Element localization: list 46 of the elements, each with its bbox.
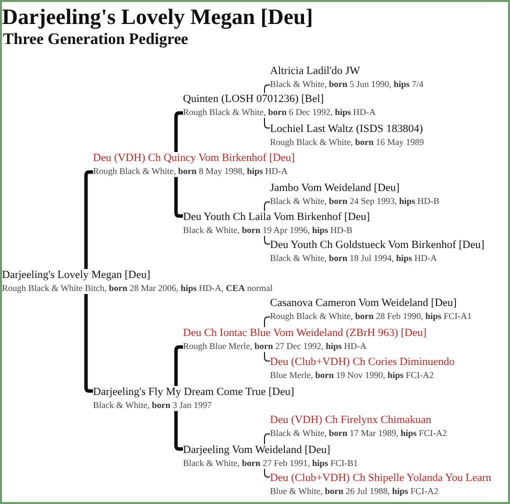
dog-name: Casanova Cameron Vom Weideland [Deu] — [270, 297, 457, 310]
pedigree-connector — [84, 294, 93, 393]
pedigree-connector — [264, 236, 270, 244]
pedigree-connector — [264, 434, 270, 444]
dog-name: Darjeeling's Fly My Dream Come True [Deu] — [93, 386, 294, 399]
dog-name: Darjeeling's Lovely Megan [Deu] — [2, 269, 150, 282]
dog-details: Rough Black & White, born 28 Feb 1990, hips FCI-A1 — [270, 310, 472, 322]
pedigree-connector — [174, 345, 183, 386]
dog-name: Deu Youth Ch Laila Vom Birkenhof [Deu] — [183, 211, 370, 224]
pedigree-connector — [264, 468, 270, 478]
dog-name: Darjeeling Vom Weideland [Deu] — [183, 444, 330, 457]
pedigree-connector — [84, 170, 93, 269]
dog-name: Quinten (LOSH 0701236) [Bel] — [183, 93, 324, 106]
dog-details: Rough Black & White, born 16 May 1989 — [270, 136, 424, 148]
dog-details: Blue Merle, born 19 Nov 1990, hips FCI-A2 — [270, 369, 434, 381]
pedigree-title: Darjeeling's Lovely Megan [Deu] — [2, 4, 313, 30]
dog-details: Rough Black & White Bitch, born 28 Mar 2006, hips HD-A, CEA normal — [2, 282, 273, 294]
dog-details: Rough Black & White, born 6 Dec 1992, hips HD-A — [183, 106, 376, 118]
pedigree-connector — [264, 84, 270, 94]
dog-details: Black & White, born 27 Feb 1991, hips FCI-B1 — [183, 457, 358, 469]
pedigree-connector — [264, 316, 270, 328]
dog-details: Rough Black & White, born 8 May 1998, hips HD-A — [93, 165, 288, 177]
dog-details: Black & White, born 19 Apr 1996, hips HD-B — [183, 224, 352, 236]
dog-details: Rough Blue Merle, born 27 Dec 1992, hips HD-A — [183, 340, 367, 352]
pedigree-connector — [264, 352, 270, 362]
pedigree-subtitle: Three Generation Pedigree — [3, 30, 188, 50]
dog-name: Jambo Vom Weideland [Deu] — [270, 182, 400, 195]
dog-name: Deu (Club+VDH) Ch Shipelle Yolanda You Learn — [270, 472, 492, 485]
pedigree-connector — [264, 202, 270, 212]
dog-name: Altricia Ladil'do JW — [270, 65, 360, 78]
dog-details: Blue & White, born 26 Jul 1988, hips FCI-A2 — [270, 485, 438, 497]
dog-details: Black & White, born 17 Mar 1989, hips FCI-A2 — [270, 427, 447, 439]
pedigree-connector — [174, 177, 183, 218]
pedigree-connector — [174, 411, 183, 451]
dog-name: Deu (Club+VDH) Ch Cories Diminuendo — [270, 356, 455, 369]
dog-details: Black & White, born 24 Sep 1993, hips HD-B — [270, 195, 440, 207]
dog-name: Deu Ch Iontac Blue Vom Weideland (ZBrH 963) [Deu] — [183, 327, 427, 340]
dog-details: Black & White, born 5 Jun 1990, hips 7/4 — [270, 78, 424, 90]
pedigree-connector — [264, 118, 270, 128]
dog-name: Deu (VDH) Ch Quincy Vom Birkenhof [Deu] — [93, 152, 295, 165]
dog-details: Black & White, born 3 Jan 1997 — [93, 399, 212, 411]
dog-details: Black & White, born 18 Jul 1994, hips HD-A — [270, 252, 437, 264]
pedigree-connector — [174, 111, 183, 152]
dog-name: Lochiel Last Waltz (ISDS 183804) — [270, 123, 423, 136]
dog-name: Deu Youth Ch Goldstueck Vom Birkenhof [Deu] — [270, 239, 484, 252]
dog-name: Deu (VDH) Ch Firelynx Chimakuan — [270, 414, 432, 427]
